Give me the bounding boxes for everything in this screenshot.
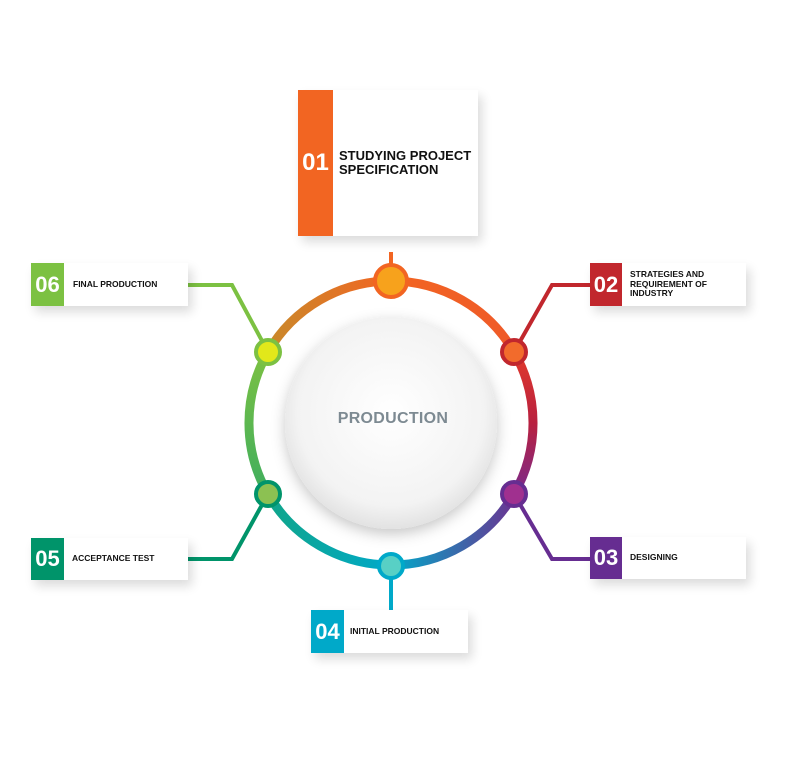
step-label-02: STRATEGIES AND REQUIREMENT OF INDUSTRY (630, 269, 707, 299)
step-label-05: ACCEPTANCE TEST (72, 553, 155, 564)
step-number-03: 03 (590, 537, 622, 579)
ring-arc-left (244, 349, 272, 497)
connector-05 (188, 493, 270, 561)
ring-arc-right (510, 349, 538, 497)
step-number-06: 06 (31, 263, 64, 306)
step-card-06: 06 FINAL PRODUCTION (31, 263, 188, 306)
step-card-05: 05 ACCEPTANCE TEST (31, 538, 188, 580)
ring-dot-03 (500, 480, 528, 508)
step-label-04: INITIAL PRODUCTION (350, 625, 440, 636)
center-label: PRODUCTION (337, 410, 449, 427)
step-card-02: 02 STRATEGIES AND REQUIREMENT OF INDUSTR… (590, 263, 746, 306)
step-number-01: 01 (298, 90, 333, 236)
connector-06 (188, 283, 270, 353)
ring-dot-05 (254, 480, 282, 508)
connector-02 (512, 283, 592, 353)
card-01-pointer (375, 236, 407, 252)
ring-dot-06 (254, 338, 282, 366)
center-disc (285, 317, 497, 529)
step-number-02: 02 (590, 263, 622, 306)
step-number-05: 05 (31, 538, 64, 580)
step-card-03: 03 DESIGNING (590, 537, 746, 579)
step-card-04: 04 INITIAL PRODUCTION (311, 610, 468, 653)
step-card-01: 01 STUDYING PROJECT SPECIFICATION (298, 90, 478, 236)
step-label-06: FINAL PRODUCTION (73, 278, 158, 289)
ring-dot-02 (500, 338, 528, 366)
step-label-03: DESIGNING (630, 552, 678, 563)
ring-dot-04 (377, 552, 405, 580)
connector-03 (512, 492, 592, 561)
ring-dot-01 (373, 263, 409, 299)
step-number-04: 04 (311, 610, 344, 653)
step-label-01: STUDYING PROJECT SPECIFICATION (339, 147, 472, 177)
